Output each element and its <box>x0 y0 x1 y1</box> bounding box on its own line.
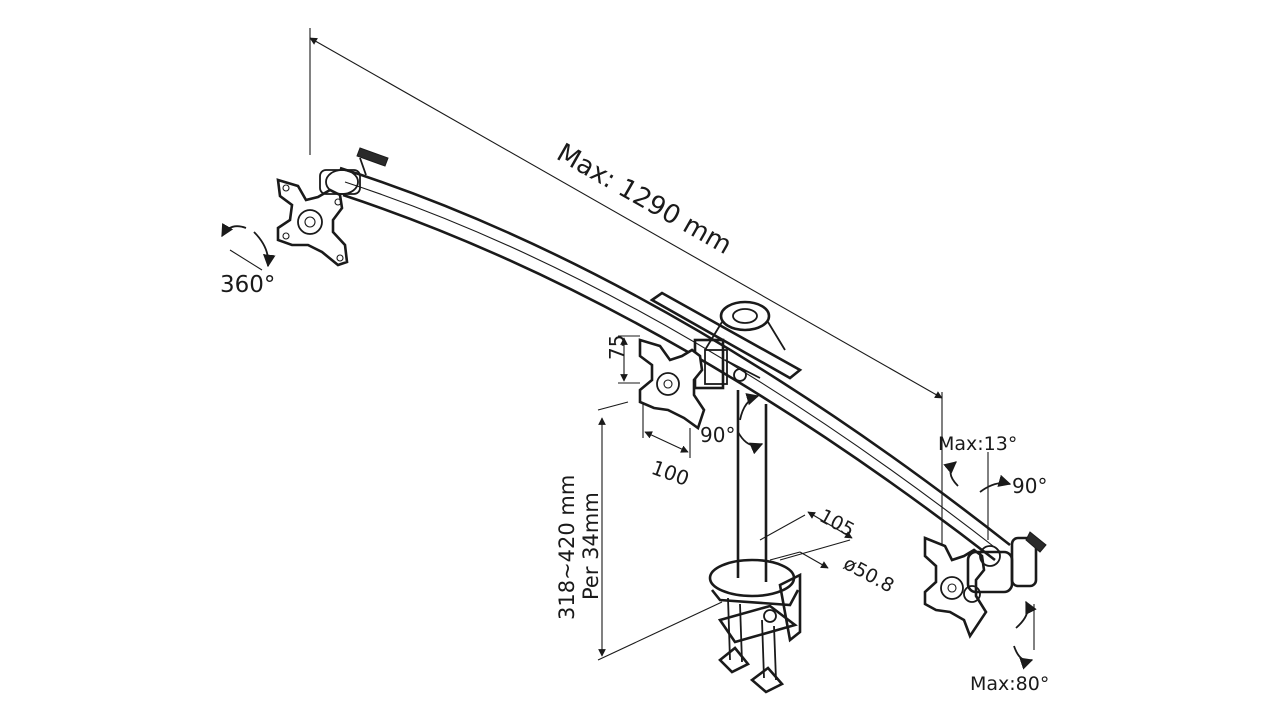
swivel-right-label: 90° <box>1012 474 1047 498</box>
crossbar <box>339 166 1011 562</box>
tilt-13-icon <box>943 452 989 540</box>
swivel-90-icon <box>979 474 1012 493</box>
center-mount <box>649 291 803 390</box>
height-dimension <box>597 401 723 661</box>
rotation-360-icon <box>221 223 276 271</box>
vesa-100-dimension <box>642 404 691 458</box>
center-pivot-icon <box>737 393 764 455</box>
vesa-75-dimension <box>618 335 640 384</box>
tilt-down-max-label: Max:80° <box>970 673 1049 695</box>
tilt-max-label: Max:13° <box>938 433 1017 455</box>
height-step-label: Per 34mm <box>579 492 603 600</box>
height-range-label: 318~420 mm <box>555 475 579 620</box>
clamp-depth-dimension <box>759 511 853 561</box>
left-vesa-plate <box>276 147 389 267</box>
right-vesa-plate <box>923 531 1047 639</box>
desk-clamp <box>708 558 802 694</box>
clamp-depth-label: 105 <box>816 505 858 541</box>
length-dimension: Max: 1290 mm <box>309 28 943 600</box>
max-length-label: Max: 1290 mm <box>552 138 737 261</box>
tilt-80-icon <box>1013 600 1037 670</box>
pole-diameter-dimension <box>769 551 829 569</box>
vesa-width-label: 100 <box>648 455 692 491</box>
rotation-360-label: 360° <box>220 272 275 298</box>
center-vesa-plate <box>638 338 706 431</box>
pole <box>736 390 768 582</box>
pivot-center-label: 90° <box>700 423 735 447</box>
pole-diameter-label: ø50.8 <box>840 553 898 598</box>
vesa-height-label: 75 <box>605 335 629 360</box>
